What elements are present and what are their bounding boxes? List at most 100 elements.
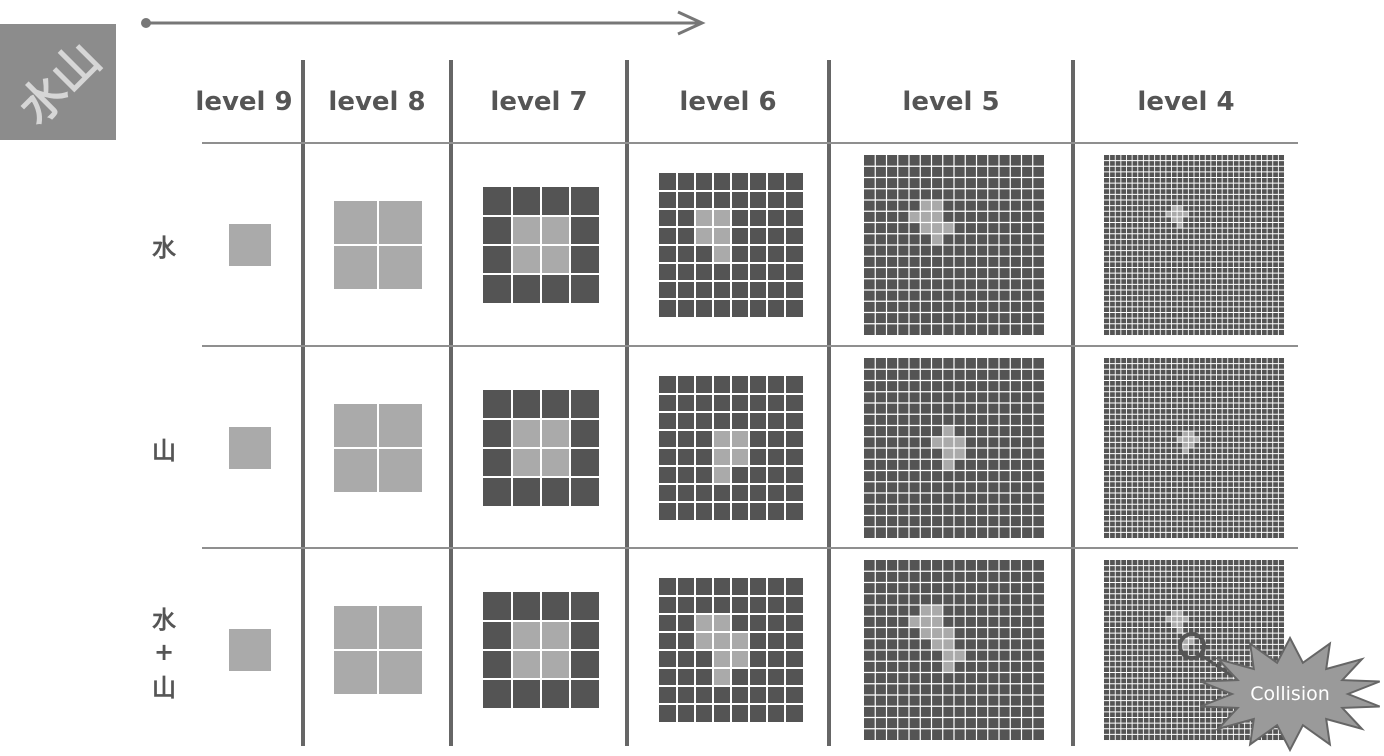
- empty-cell: [1137, 509, 1144, 516]
- empty-cell: [1182, 621, 1189, 628]
- empty-cell: [1109, 397, 1116, 404]
- empty-cell: [1267, 621, 1273, 628]
- empty-cell: [1160, 358, 1166, 364]
- empty-cell: [1239, 650, 1245, 656]
- empty-cell: [909, 267, 921, 279]
- empty-cell: [1188, 448, 1195, 454]
- empty-cell: [1222, 464, 1228, 471]
- empty-cell: [1188, 323, 1195, 330]
- empty-cell: [1010, 358, 1022, 370]
- empty-cell: [954, 425, 966, 437]
- empty-cell: [1188, 464, 1195, 471]
- empty-cell: [1154, 278, 1161, 285]
- empty-cell: [1210, 397, 1217, 404]
- column-header-level-4: level 4: [1137, 87, 1234, 117]
- empty-cell: [1210, 239, 1217, 246]
- empty-cell: [1227, 481, 1234, 488]
- empty-cell: [1267, 582, 1273, 589]
- empty-cell: [1216, 228, 1223, 234]
- empty-cell: [1205, 571, 1211, 577]
- empty-cell: [1104, 408, 1110, 415]
- empty-cell: [1132, 250, 1138, 257]
- empty-cell: [1250, 290, 1256, 296]
- empty-cell: [1267, 267, 1273, 274]
- empty-cell: [875, 267, 887, 279]
- empty-cell: [987, 436, 999, 448]
- empty-cell: [1165, 414, 1172, 420]
- empty-cell: [1188, 369, 1195, 375]
- empty-cell: [965, 661, 977, 673]
- empty-cell: [1115, 397, 1121, 404]
- empty-cell: [749, 632, 767, 650]
- empty-cell: [785, 448, 803, 466]
- empty-cell: [1171, 526, 1178, 533]
- empty-cell: [1171, 369, 1178, 375]
- empty-cell: [965, 155, 977, 167]
- empty-cell: [1244, 374, 1251, 381]
- empty-cell: [1250, 183, 1256, 189]
- empty-cell: [931, 593, 943, 605]
- empty-cell: [1165, 222, 1172, 229]
- empty-cell: [1267, 644, 1273, 651]
- empty-cell: [1149, 593, 1155, 600]
- empty-cell: [920, 278, 932, 290]
- empty-cell: [875, 470, 887, 482]
- empty-cell: [749, 227, 767, 245]
- empty-cell: [897, 717, 909, 729]
- empty-cell: [942, 695, 954, 707]
- empty-cell: [1109, 155, 1116, 161]
- empty-cell: [1233, 588, 1240, 594]
- empty-cell: [1160, 380, 1166, 387]
- empty-cell: [1199, 734, 1206, 741]
- empty-cell: [1205, 380, 1211, 387]
- empty-cell: [1177, 526, 1183, 533]
- empty-cell: [1177, 200, 1183, 206]
- empty-cell: [1126, 593, 1133, 600]
- occupied-cell: [378, 606, 422, 650]
- empty-cell: [1177, 571, 1183, 577]
- empty-cell: [1160, 233, 1166, 240]
- empty-cell: [1210, 301, 1217, 307]
- empty-cell: [1109, 386, 1116, 392]
- empty-cell: [1182, 717, 1189, 724]
- empty-cell: [1222, 509, 1228, 516]
- empty-cell: [1194, 448, 1200, 454]
- empty-cell: [1132, 621, 1138, 628]
- empty-cell: [1126, 700, 1133, 707]
- empty-cell: [1137, 723, 1144, 729]
- occupied-cell: [942, 627, 954, 639]
- empty-cell: [1239, 509, 1245, 516]
- empty-cell: [1255, 222, 1262, 229]
- empty-cell: [1137, 228, 1144, 234]
- empty-cell: [1154, 284, 1161, 291]
- empty-cell: [1250, 295, 1256, 302]
- empty-cell: [1143, 666, 1150, 673]
- empty-cell: [1216, 284, 1223, 291]
- empty-cell: [1104, 683, 1110, 690]
- empty-cell: [1272, 582, 1279, 589]
- empty-cell: [1132, 526, 1138, 533]
- empty-cell: [1132, 205, 1138, 212]
- empty-cell: [1233, 205, 1240, 212]
- occupied-cell: [1188, 431, 1195, 437]
- empty-cell: [1154, 487, 1161, 494]
- empty-cell: [1239, 582, 1245, 589]
- empty-cell: [875, 672, 887, 684]
- empty-cell: [1120, 369, 1127, 375]
- empty-cell: [1261, 599, 1268, 606]
- empty-cell: [1137, 470, 1144, 477]
- empty-cell: [1216, 374, 1223, 381]
- empty-cell: [1143, 295, 1150, 302]
- empty-cell: [1227, 414, 1234, 420]
- empty-cell: [1120, 627, 1127, 634]
- empty-cell: [1199, 470, 1206, 477]
- empty-cell: [1115, 638, 1121, 645]
- empty-cell: [1255, 397, 1262, 404]
- empty-cell: [1132, 700, 1138, 707]
- empty-cell: [1120, 431, 1127, 437]
- empty-cell: [931, 481, 943, 493]
- empty-cell: [897, 278, 909, 290]
- empty-cell: [976, 582, 988, 594]
- empty-cell: [1239, 380, 1245, 387]
- empty-cell: [1010, 267, 1022, 279]
